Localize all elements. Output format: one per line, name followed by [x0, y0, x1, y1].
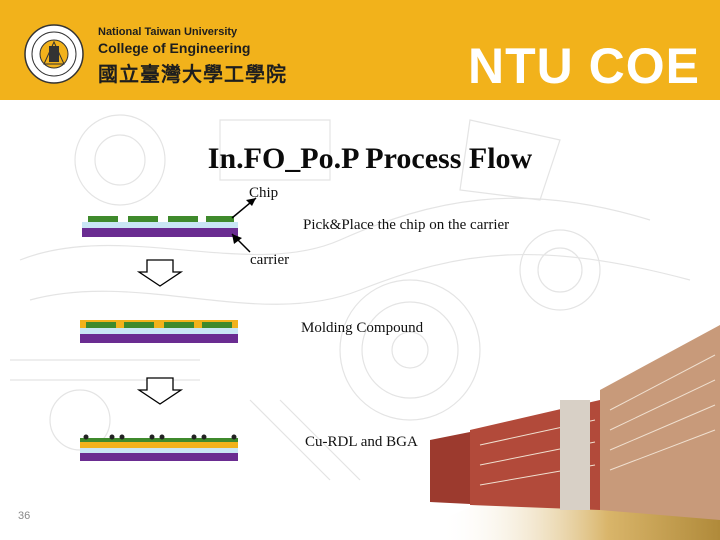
rdl-layer	[80, 438, 238, 442]
stage-rdl-bga	[80, 434, 238, 461]
down-arrow-icon	[136, 259, 184, 287]
brand-logo: NTU COE	[468, 38, 700, 94]
campus-building-photo	[430, 325, 720, 520]
step-pick-place-label: Pick&Place the chip on the carrier	[303, 217, 510, 233]
bga-ball	[109, 434, 115, 440]
bga-ball	[149, 434, 155, 440]
bga-ball	[191, 434, 197, 440]
bga-ball	[119, 434, 125, 440]
carrier-label: carrier	[250, 252, 290, 268]
slide-number: 36	[18, 510, 31, 522]
slide-title: In.FO_Po.P Process Flow	[207, 142, 533, 175]
mold-compound-layer	[80, 442, 238, 448]
header-banner: National Taiwan University College of En…	[0, 0, 720, 100]
chip	[202, 322, 232, 328]
college-name-en: College of Engineering	[98, 40, 251, 56]
carrier-layer	[80, 453, 238, 461]
chip	[128, 216, 158, 222]
chip-pointer-arrowhead	[246, 198, 256, 206]
chip	[124, 322, 154, 328]
chip-label: Chip	[249, 185, 279, 201]
bga-ball	[83, 434, 89, 440]
stage-pick-and-place	[82, 197, 257, 253]
university-seal-icon	[24, 24, 84, 84]
university-name-en: National Taiwan University	[98, 26, 238, 38]
bga-ball-row	[83, 434, 237, 440]
bga-ball	[201, 434, 207, 440]
background-illustration	[10, 114, 720, 540]
chip-row	[88, 216, 234, 222]
step-rdl-bga-label: Cu-RDL and BGA	[305, 434, 418, 450]
carrier-pointer-arrowhead	[232, 234, 242, 244]
glass-layer	[82, 222, 238, 228]
university-name-zh: 國立臺灣大學工學院	[98, 62, 287, 86]
mold-compound-layer	[80, 320, 238, 328]
bga-ball	[231, 434, 237, 440]
carrier-layer	[82, 228, 238, 237]
step-molding-label: Molding Compound	[301, 320, 424, 336]
carrier-layer	[80, 334, 238, 343]
chip	[164, 322, 194, 328]
chip	[88, 216, 118, 222]
bga-ball	[159, 434, 165, 440]
stage-molding	[80, 320, 238, 343]
chip-row	[86, 322, 232, 328]
glass-layer	[80, 328, 238, 334]
glass-layer	[80, 448, 238, 453]
chip	[86, 322, 116, 328]
chip	[206, 216, 234, 222]
chip	[168, 216, 198, 222]
down-arrow-icon	[136, 377, 184, 405]
